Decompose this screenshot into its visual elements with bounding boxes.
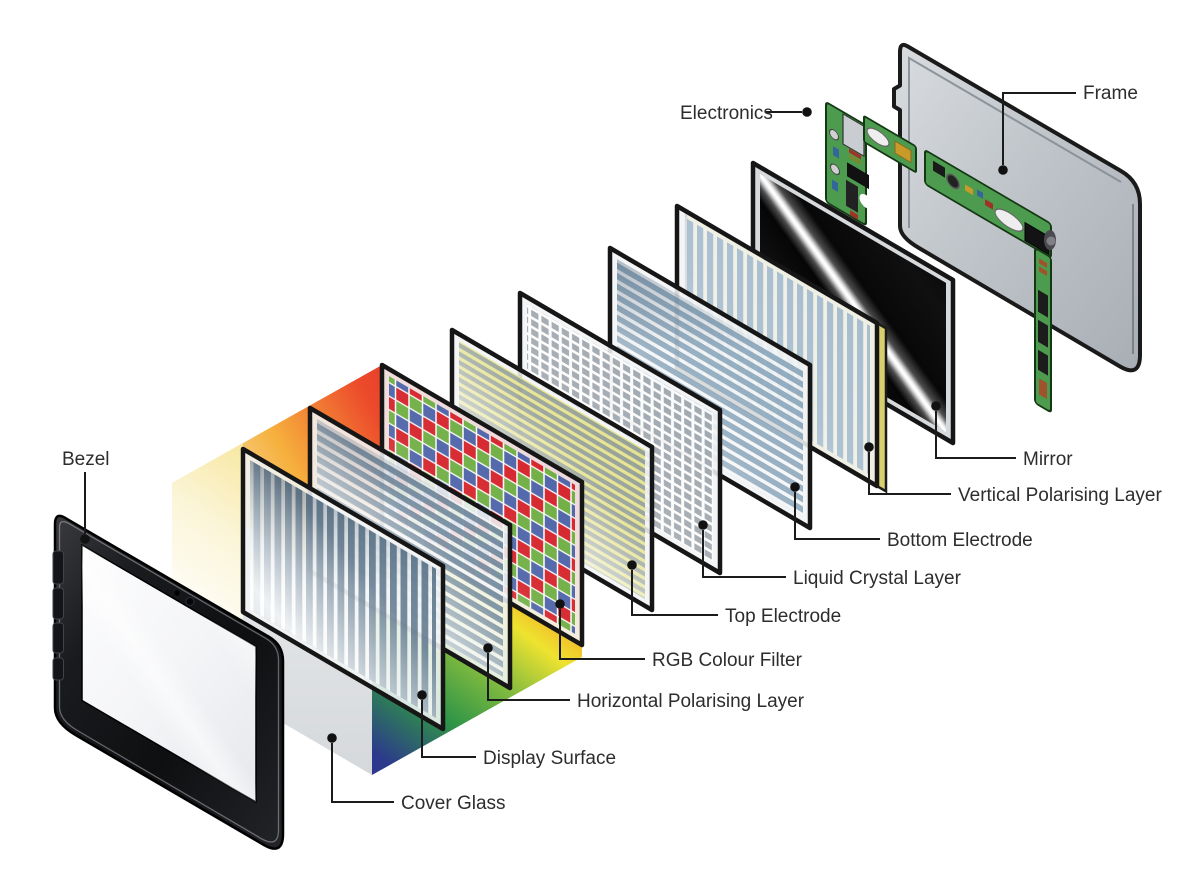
label-bezel: Bezel [62,449,110,470]
label-top-electrode: Top Electrode [725,606,841,627]
label-horizontal-polarising: Horizontal Polarising Layer [577,691,805,712]
leader-liquid-crystal [702,530,786,578]
dot-mirror [931,401,941,411]
leader-rgb-colour-filter [559,609,645,660]
dot-bezel [80,534,90,544]
leader-frame [1002,92,1076,165]
mirror-shine-streak [760,174,946,432]
dot-vertical-polarising [864,442,874,452]
oval-connector [994,208,1024,232]
dot-bottom-electrode [790,482,800,492]
front-camera-icon [185,597,195,606]
electronics-assembly [825,102,1056,413]
annotations: Bezel Cover Glass Display Surface Horizo… [62,83,1162,814]
chip [847,162,869,190]
frame-inner-edge [908,56,1122,228]
label-mirror: Mirror [1023,449,1073,470]
dot-display-surface [417,690,427,700]
leader-cover-glass [331,743,394,803]
pcb-board-arm [863,115,917,173]
dot-cover-glass [327,733,337,743]
pcb-board-bottom [1034,248,1052,413]
bezel-trim [58,521,280,843]
label-electronics: Electronics [680,103,773,124]
screw [829,128,839,141]
gold-fingers [894,140,912,164]
label-bottom-electrode: Bottom Electrode [887,530,1033,551]
dot-horizontal-polarising [483,643,493,653]
screen-glare [82,545,256,802]
pcb-board-main [924,150,1052,258]
dot-electronics [802,107,812,117]
dot-top-electrode [627,560,637,570]
label-cover-glass: Cover Glass [401,793,506,814]
dot-rgb-colour-filter [555,599,565,609]
oval-connector [866,127,890,148]
leader-mirror [935,411,1016,459]
ribbon-connector [846,179,858,213]
label-display-surface: Display Surface [483,748,616,769]
camera-icon [174,590,180,596]
leader-display-surface [421,700,476,758]
tablet-device [52,514,285,850]
lens-component [946,173,960,190]
camera-barrel-lens [1046,236,1056,246]
dot-liquid-crystal [698,520,708,530]
leader-bottom-electrode [794,492,880,540]
leader-vertical-polarising [868,452,951,495]
leader-horizontal-polarising [487,653,570,701]
label-rgb-colour-filter: RGB Colour Filter [652,650,803,671]
panel-mirror [753,163,953,443]
leader-top-electrode [631,570,718,616]
label-liquid-crystal: Liquid Crystal Layer [793,568,962,589]
screw [830,163,840,176]
side-buttons [52,550,64,681]
dot-frame [998,165,1008,175]
label-frame: Frame [1083,83,1138,104]
label-vertical-polarising: Vertical Polarising Layer [958,485,1162,506]
